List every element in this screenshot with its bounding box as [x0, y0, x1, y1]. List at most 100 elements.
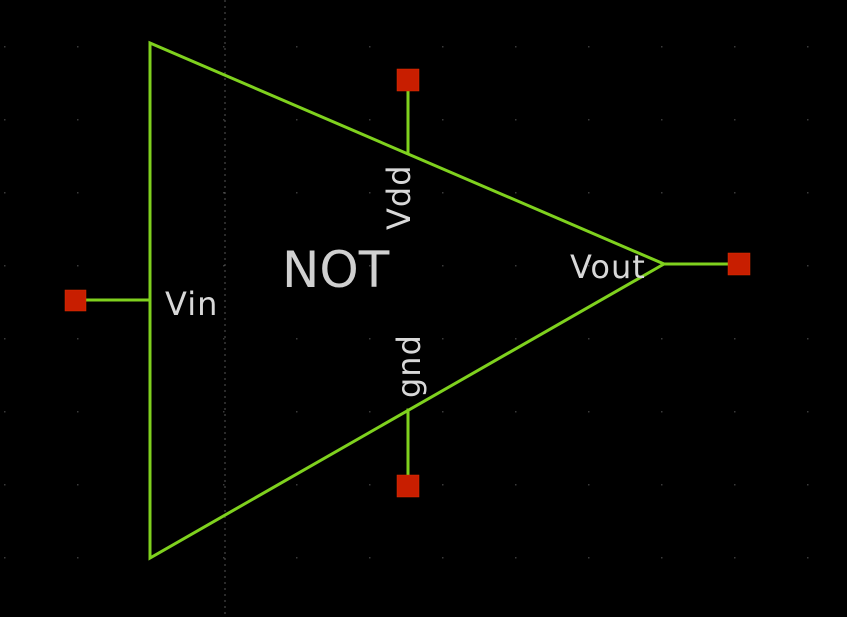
- grid-dot: [369, 338, 371, 340]
- grid-dot: [4, 192, 6, 194]
- grid-dot: [4, 557, 6, 559]
- grid-dot: [369, 484, 371, 486]
- grid-dot: [223, 557, 225, 559]
- vout-label: Vout: [570, 248, 646, 286]
- grid-dot: [515, 484, 517, 486]
- grid-dot: [296, 557, 298, 559]
- grid-dot: [515, 192, 517, 194]
- grid-dot: [442, 265, 444, 267]
- grid-dot: [442, 192, 444, 194]
- grid-dot: [515, 265, 517, 267]
- grid-dot: [223, 484, 225, 486]
- grid-dot: [296, 338, 298, 340]
- grid-dot: [588, 192, 590, 194]
- vin-connection-point[interactable]: [64, 289, 87, 312]
- pin-vin[interactable]: [64, 289, 152, 312]
- background-grid: [4, 46, 809, 559]
- pin-gnd[interactable]: [396, 408, 420, 498]
- grid-dot: [77, 411, 79, 413]
- grid-dot: [661, 192, 663, 194]
- grid-dot: [661, 411, 663, 413]
- grid-dot: [734, 484, 736, 486]
- symbol-name-label: NOT: [282, 241, 390, 299]
- grid-dot: [807, 46, 809, 48]
- vdd-label: Vdd: [380, 164, 418, 230]
- grid-dot: [734, 411, 736, 413]
- grid-dot: [734, 557, 736, 559]
- grid-dot: [442, 46, 444, 48]
- grid-dot: [515, 411, 517, 413]
- grid-dot: [296, 46, 298, 48]
- grid-dot: [4, 46, 6, 48]
- grid-dot: [807, 411, 809, 413]
- grid-dot: [661, 46, 663, 48]
- grid-dot: [588, 557, 590, 559]
- grid-dot: [4, 484, 6, 486]
- grid-dot: [223, 46, 225, 48]
- grid-dot: [442, 557, 444, 559]
- grid-dot: [588, 338, 590, 340]
- grid-dot: [369, 265, 371, 267]
- grid-dot: [369, 557, 371, 559]
- grid-dot: [4, 265, 6, 267]
- grid-dot: [77, 557, 79, 559]
- grid-dot: [515, 46, 517, 48]
- grid-dot: [369, 46, 371, 48]
- grid-dot: [807, 192, 809, 194]
- grid-dot: [77, 192, 79, 194]
- pin-vdd[interactable]: [396, 68, 420, 155]
- grid-dot: [442, 338, 444, 340]
- grid-dot: [588, 484, 590, 486]
- vin-label: Vin: [165, 285, 218, 323]
- pin-vout[interactable]: [662, 252, 751, 276]
- grid-dot: [296, 265, 298, 267]
- grid-dot: [515, 338, 517, 340]
- grid-dot: [807, 338, 809, 340]
- grid-dot: [661, 338, 663, 340]
- grid-dot: [4, 119, 6, 121]
- grid-dot: [661, 484, 663, 486]
- grid-dot: [369, 411, 371, 413]
- gnd-connection-point[interactable]: [396, 474, 420, 498]
- grid-dot: [77, 484, 79, 486]
- grid-dot: [296, 484, 298, 486]
- grid-dot: [807, 119, 809, 121]
- grid-dot: [661, 557, 663, 559]
- grid-dot: [223, 192, 225, 194]
- grid-dot: [588, 46, 590, 48]
- grid-dot: [807, 557, 809, 559]
- grid-dot: [369, 119, 371, 121]
- grid-dot: [515, 119, 517, 121]
- grid-dot: [4, 338, 6, 340]
- grid-dot: [442, 484, 444, 486]
- grid-dot: [296, 119, 298, 121]
- grid-dot: [4, 411, 6, 413]
- grid-dot: [515, 557, 517, 559]
- grid-dot: [296, 411, 298, 413]
- grid-dot: [77, 338, 79, 340]
- vout-connection-point[interactable]: [727, 252, 751, 276]
- grid-dot: [77, 119, 79, 121]
- grid-dot: [77, 46, 79, 48]
- grid-dot: [442, 119, 444, 121]
- grid-dot: [734, 119, 736, 121]
- grid-dot: [734, 46, 736, 48]
- grid-dot: [369, 192, 371, 194]
- grid-dot: [442, 411, 444, 413]
- grid-dot: [223, 411, 225, 413]
- grid-dot: [807, 484, 809, 486]
- grid-dot: [807, 265, 809, 267]
- grid-dot: [588, 119, 590, 121]
- grid-dot: [296, 192, 298, 194]
- grid-dot: [734, 192, 736, 194]
- grid-dot: [77, 265, 79, 267]
- grid-dot: [734, 338, 736, 340]
- grid-dot: [223, 265, 225, 267]
- grid-dot: [223, 338, 225, 340]
- grid-dot: [661, 119, 663, 121]
- grid-dot: [223, 119, 225, 121]
- vdd-connection-point[interactable]: [396, 68, 420, 92]
- grid-dot: [588, 411, 590, 413]
- grid-dot: [588, 265, 590, 267]
